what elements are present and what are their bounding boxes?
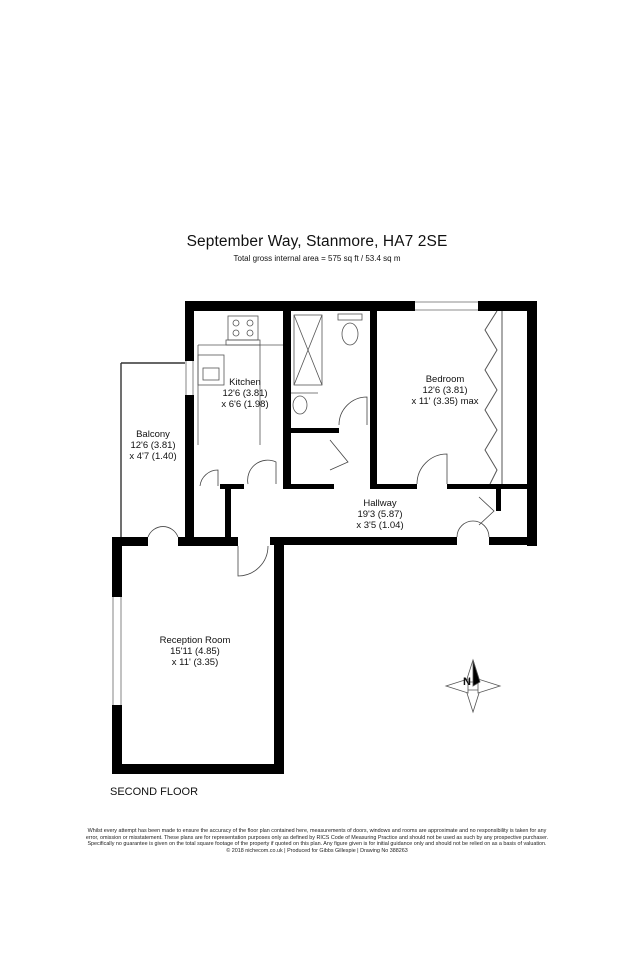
compass-rose [444, 658, 502, 714]
balcony-railing [120, 362, 185, 537]
plan-title: September Way, Stanmore, HA7 2SE [186, 233, 448, 250]
balcony-name: Balcony [136, 429, 170, 440]
bedroom-dim1: 12'6 (3.81) [422, 385, 468, 396]
balcony-dim2: x 4'7 (1.40) [129, 451, 177, 462]
copyright-line: © 2018 nichecom.co.uk | Produced for Gib… [226, 847, 408, 854]
kitchen-fittings [197, 315, 283, 445]
hallway-label: Hallway 19'3 (5.87) x 3'5 (1.04) [340, 498, 420, 531]
balcony-label: Balcony 12'6 (3.81) x 4'7 (1.40) [118, 429, 188, 462]
disclaimer-line-2: error, omission or misstatement. These p… [85, 834, 549, 841]
reception-dim1: 15'11 (4.85) [170, 646, 220, 657]
bedroom-name: Bedroom [425, 374, 465, 385]
bedroom-dim2: x 11' (3.35) max [411, 396, 479, 407]
windows [112, 301, 478, 705]
floor-label: SECOND FLOOR [110, 786, 199, 798]
door-swings [147, 396, 495, 577]
hallway-dim2: x 3'5 (1.04) [356, 520, 404, 531]
wardrobe-doors [484, 310, 503, 485]
bathroom-fittings [291, 313, 363, 415]
total-area-text: Total gross internal area = 575 sq ft / … [233, 254, 401, 263]
walls [112, 301, 537, 774]
kitchen-label: Kitchen 12'6 (3.81) x 6'6 (1.98) [205, 377, 285, 410]
hallway-dim1: 19'3 (5.87) [357, 509, 403, 520]
north-arrow-icon [472, 659, 481, 687]
disclaimer: Whilst every attempt has been made to en… [36, 828, 598, 854]
disclaimer-line-3: Specifically no guarantee is given on th… [87, 841, 547, 848]
north-label: N [463, 676, 471, 688]
balcony-dim1: 12'6 (3.81) [130, 440, 176, 451]
disclaimer-line-1: Whilst every attempt has been made to en… [87, 828, 547, 834]
bedroom-label: Bedroom 12'6 (3.81) x 11' (3.35) max [398, 374, 492, 407]
reception-dim2: x 11' (3.35) [171, 657, 219, 668]
reception-label: Reception Room 15'11 (4.85) x 11' (3.35) [150, 635, 240, 668]
hallway-name: Hallway [363, 498, 397, 509]
kitchen-dim1: 12'6 (3.81) [222, 388, 268, 399]
kitchen-name: Kitchen [229, 377, 261, 388]
kitchen-dim2: x 6'6 (1.98) [221, 399, 269, 410]
reception-name: Reception Room [159, 635, 231, 646]
